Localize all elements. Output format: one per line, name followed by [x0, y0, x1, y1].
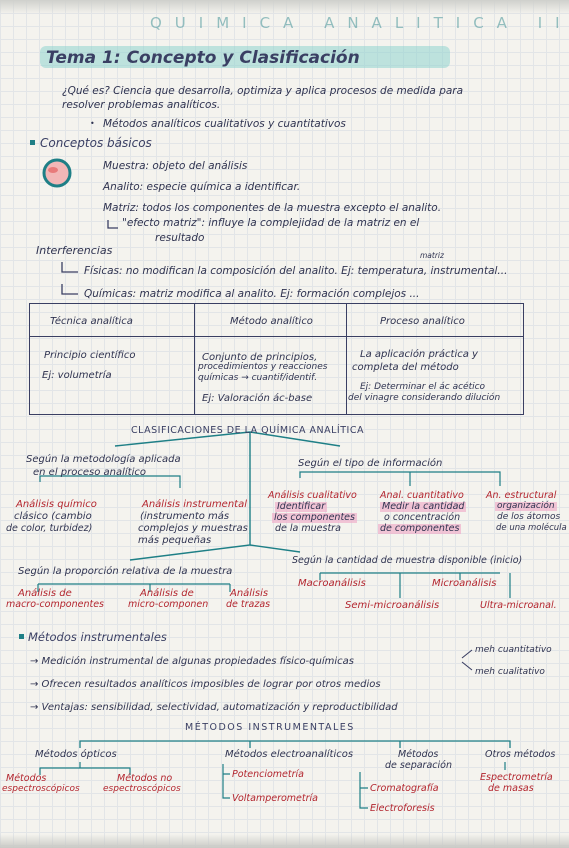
analisis-quimico-1: Análisis químico — [16, 499, 97, 510]
table-cell-metodo-ej: Ej: Valoración ác-base — [202, 393, 313, 404]
estructural-4: de una molécula — [496, 523, 567, 533]
methods-bullet-dot: • — [90, 119, 95, 128]
table-header-tecnica: Técnica analítica — [50, 316, 133, 327]
voltamperometria: Voltamperometría — [232, 793, 318, 804]
analisis-instrumental-2: (instrumento más — [140, 511, 230, 522]
cantidad-label: Según la cantidad de muestra disponible … — [292, 555, 523, 566]
metodos-electroanaliticos: Métodos electroanalíticos — [225, 749, 354, 760]
estructural-3: de los átomos — [497, 512, 561, 522]
muestra-definition: Muestra: objeto del análisis — [103, 160, 248, 172]
metodos-espectroscopicos-2: espectroscópicos — [2, 784, 80, 794]
efecto-matriz-line-2: resultado — [155, 232, 205, 244]
title-highlight — [40, 46, 450, 68]
instrumentales-item-3: → Ventajas: sensibilidad, selectividad, … — [30, 702, 398, 713]
instrumentales-item-1a: meh cuantitativo — [475, 645, 552, 655]
espectrometria-masas-1: Espectrometría — [480, 772, 553, 783]
table-cell-metodo-3: químicas → cuantif/identif. — [198, 373, 318, 383]
trazas-1: Análisis — [230, 588, 269, 599]
table-cell-proceso-1: La aplicación práctica y — [360, 349, 478, 360]
conceptos-heading: Conceptos básicos — [40, 136, 152, 150]
analisis-quimico-2: clásico (cambio — [14, 511, 92, 522]
definition-line-2: resolver problemas analíticos. — [62, 99, 221, 111]
bottom-edge — [0, 834, 569, 848]
potenciometria: Potenciometría — [232, 769, 304, 780]
top-edge — [0, 0, 569, 14]
analisis-quimico-3: de color, turbidez) — [6, 523, 93, 534]
clasificaciones-title: CLASIFICACIONES DE LA QUÍMICA ANALÍTICA — [131, 425, 364, 436]
cualitativo-1: Análisis cualitativo — [268, 490, 357, 501]
concepts-table: Técnica analítica Método analítico Proce… — [29, 303, 524, 415]
metodos-espectroscopicos-1: Métodos — [6, 773, 47, 784]
otros-metodos: Otros métodos — [485, 749, 556, 760]
instrumentales-heading: Métodos instrumentales — [28, 630, 167, 644]
metodos-separacion-2: de separación — [385, 760, 452, 771]
microanalisis: Microanálisis — [432, 578, 497, 589]
table-cell-proceso-2: completa del método — [352, 362, 459, 373]
trazas-2: de trazas — [226, 599, 271, 610]
metodologia-label-2: en el proceso analítico — [33, 467, 146, 478]
proporcion-label: Según la proporción relativa de la muest… — [18, 566, 233, 577]
metodos-no-espectroscopicos-2: espectroscópicos — [103, 784, 181, 794]
macrocomponentes-1: Análisis de — [18, 588, 72, 599]
lesson-title: Tema 1: Concepto y Clasificación — [46, 48, 360, 68]
instrumentales-item-2: → Ofrecen resultados analíticos imposibl… — [30, 679, 381, 690]
table-cell-metodo-2: procedimientos y reacciones — [198, 362, 328, 372]
instrumentales-tree-title: MÉTODOS INSTRUMENTALES — [185, 722, 355, 733]
semimicroanalisis: Semi-microanálisis — [345, 600, 440, 611]
macrocomponentes-2: macro-componentes — [6, 599, 104, 610]
table-header-metodo: Método analítico — [230, 316, 313, 327]
matriz-definition: Matriz: todos los componentes de la mues… — [103, 202, 442, 214]
estructural-1: An. estructural — [486, 490, 557, 501]
espectrometria-masas-2: de masas — [488, 783, 534, 794]
analisis-instrumental-1: Análisis instrumental — [142, 499, 247, 510]
sample-icon — [42, 158, 72, 188]
metodos-no-espectroscopicos-1: Métodos no — [117, 773, 173, 784]
electroforesis: Electroforesis — [370, 803, 435, 814]
tipo-informacion-label: Según el tipo de información — [298, 458, 443, 469]
microcomponentes-1: Análisis de — [140, 588, 194, 599]
efecto-matriz-line-1: "efecto matriz": influye la complejidad … — [122, 217, 420, 229]
analisis-instrumental-4: más pequeñas — [138, 535, 212, 546]
metodologia-label-1: Según la metodología aplicada — [26, 454, 181, 465]
table-cell-volumetria: Ej: volumetría — [42, 370, 112, 381]
microcomponentes-2: micro-componen — [128, 599, 209, 610]
analisis-instrumental-3: complejos y muestras — [138, 523, 248, 534]
definition-line-1: ¿Qué es? Ciencia que desarrolla, optimiz… — [62, 85, 464, 97]
methods-bullet: Métodos analíticos cualitativos y cuanti… — [103, 118, 346, 130]
interferencias-heading: Interferencias — [36, 244, 113, 257]
table-header-proceso: Proceso analítico — [380, 316, 465, 327]
matriz-superscript: matriz — [420, 251, 444, 260]
cualitativo-3: los componentes — [272, 512, 357, 523]
metodos-opticos: Métodos ópticos — [35, 749, 117, 760]
instrumentales-item-1: → Medición instrumental de algunas propi… — [30, 656, 354, 667]
estructural-2: organización — [495, 501, 557, 511]
table-cell-proceso-3: Ej: Determinar el ác acético — [360, 382, 486, 392]
cualitativo-2: Identificar — [275, 501, 328, 512]
cualitativo-4: de la muestra — [275, 523, 341, 534]
interferencias-fisicas: Físicas: no modifican la composición del… — [84, 265, 508, 277]
cromatografia: Cromatografía — [370, 783, 439, 794]
metodos-separacion-1: Métodos — [398, 749, 439, 760]
course-title: QUIMICA ANALITICA II — [150, 14, 569, 32]
analito-definition: Analito: especie química a identificar. — [103, 181, 301, 193]
instrumentales-item-1b: meh cualitativo — [475, 667, 545, 677]
ultramicroanalisis: Ultra-microanal. — [480, 600, 557, 611]
table-cell-proceso-4: del vinagre considerando dilución — [348, 393, 501, 403]
table-cell-metodo-1: Conjunto de principios, — [202, 352, 318, 363]
cuantitativo-3: o concentración — [384, 512, 461, 523]
cuantitativo-1: Anal. cuantitativo — [380, 490, 464, 501]
table-cell-principio: Principio científico — [44, 350, 136, 361]
macroanalisis: Macroanálisis — [298, 578, 366, 589]
cuantitativo-2: Medir la cantidad — [380, 501, 467, 512]
interferencias-quimicas: Químicas: matriz modifica al analito. Ej… — [84, 288, 420, 300]
cuantitativo-4: de componentes — [378, 523, 462, 534]
